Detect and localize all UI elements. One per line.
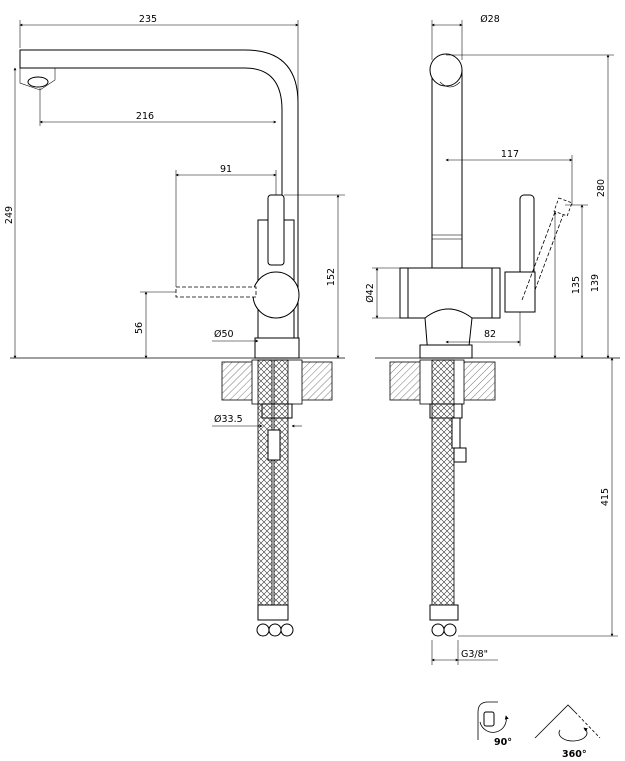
rotation-spout-icon: 360° xyxy=(534,704,601,760)
dim-base-offset: 82 xyxy=(484,329,496,340)
dim-lever-axis-height: 56 xyxy=(134,322,145,334)
front-hose-right xyxy=(273,359,289,606)
side-lever xyxy=(519,194,535,276)
side-spout xyxy=(431,69,463,271)
front-view: 235 216 91 249 152 56 Ø50 Ø33.5 xyxy=(4,14,345,637)
dim-side-height-total: 280 xyxy=(596,179,607,197)
dim-height-lever-max: 139 xyxy=(590,274,601,292)
dim-lever-height: 152 xyxy=(326,268,337,286)
side-view: Ø28 280 117 139 135 Ø42 82 415 xyxy=(365,14,620,665)
front-hose-left xyxy=(257,359,273,606)
side-spout-head xyxy=(429,53,463,87)
front-lever-post xyxy=(267,194,285,266)
dim-base-diameter: Ø42 xyxy=(365,283,376,303)
dim-body-diameter: Ø50 xyxy=(214,329,234,340)
dim-hole-diameter: Ø33.5 xyxy=(214,414,243,425)
dim-lever-offset: 91 xyxy=(220,164,232,175)
dim-spout-reach: 216 xyxy=(136,111,154,122)
front-knob xyxy=(252,271,300,319)
dim-height-total: 249 xyxy=(4,206,15,224)
rotation-spout-swivel: 360° xyxy=(562,749,587,760)
dim-hose-length: 415 xyxy=(600,488,611,506)
dim-width-total: 235 xyxy=(139,14,157,25)
rotation-lever-angle: 90° xyxy=(494,737,512,748)
rotation-lever-icon: 90° xyxy=(477,701,512,748)
front-base-ring xyxy=(254,337,300,359)
side-hose xyxy=(431,359,455,606)
dim-thread: G3/8" xyxy=(461,649,488,660)
dim-height-lever: 135 xyxy=(571,276,582,294)
front-lever-handle xyxy=(175,286,257,298)
dim-spout-diameter: Ø28 xyxy=(480,14,500,25)
front-spout xyxy=(19,49,299,356)
dim-lever-reach: 117 xyxy=(501,149,519,160)
